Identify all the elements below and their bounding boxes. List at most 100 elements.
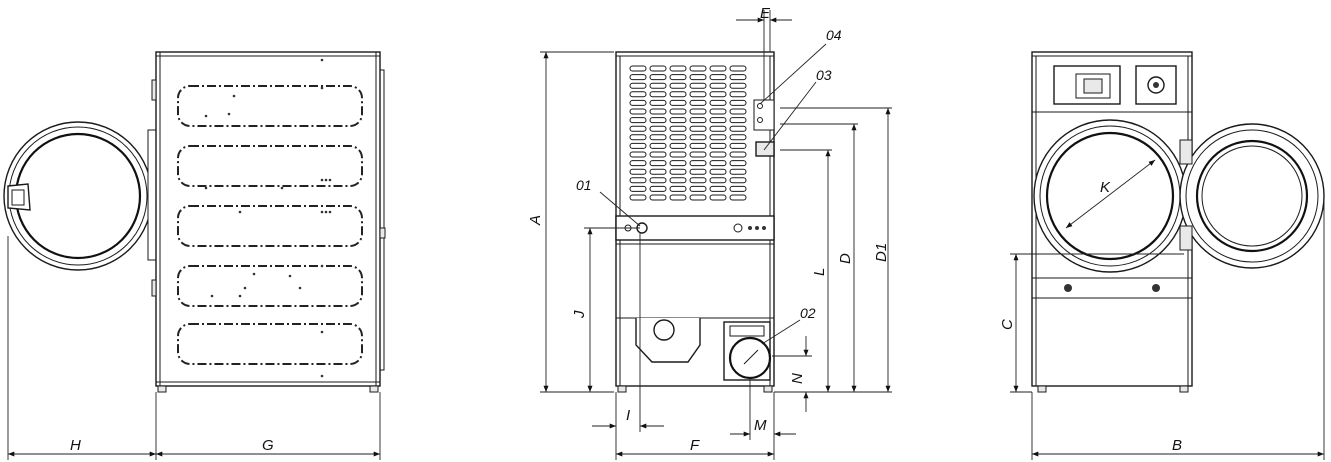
side-view-hinge <box>147 129 157 261</box>
vent-slot <box>709 82 727 89</box>
vent-slot <box>709 151 727 158</box>
vent-slot <box>709 134 727 141</box>
front-view-dimensions <box>1010 196 1325 460</box>
callout-03: 03 <box>816 67 832 83</box>
dimension-labels: H G A J E L D D1 N F I M K C B <box>70 5 1182 454</box>
vent-slot <box>709 142 727 149</box>
vent-slot <box>669 65 687 72</box>
vent-slot <box>629 151 647 158</box>
vent-slot <box>729 151 747 158</box>
vent-slot <box>669 125 687 132</box>
vent-slot <box>669 117 687 124</box>
vent-slot <box>649 160 667 167</box>
vent-slot <box>729 65 747 72</box>
vent-slot <box>709 65 727 72</box>
callout-01: 01 <box>576 177 592 193</box>
vent-slot <box>649 194 667 201</box>
vent-slot <box>689 117 707 124</box>
vent-slot <box>669 185 687 192</box>
vent-slot <box>689 160 707 167</box>
vent-slot <box>649 142 667 149</box>
vent-slot <box>669 194 687 201</box>
vent-slot <box>629 134 647 141</box>
vent-slot <box>709 91 727 98</box>
vent-slot <box>649 82 667 89</box>
vent-slot <box>729 74 747 81</box>
front-hinge-bottom <box>1179 225 1193 251</box>
vent-slot <box>629 117 647 124</box>
label-K: K <box>1100 179 1111 196</box>
vent-slot <box>629 142 647 149</box>
side-view-open-door <box>3 121 156 271</box>
vent-slot <box>689 194 707 201</box>
vent-slot <box>629 65 647 72</box>
vent-slot <box>629 160 647 167</box>
vent-slot <box>669 74 687 81</box>
label-D: D <box>837 253 854 264</box>
vent-slot <box>669 142 687 149</box>
rear-view-vent-grid <box>629 65 747 201</box>
vent-slot <box>709 108 727 115</box>
vent-slot <box>709 99 727 106</box>
vent-slot <box>709 117 727 124</box>
rear-view-dimensions <box>540 10 892 460</box>
lower-duct <box>635 318 701 363</box>
vent-slot <box>709 168 727 175</box>
vent-slot <box>629 99 647 106</box>
vent-slot <box>729 185 747 192</box>
side-view <box>3 51 386 460</box>
vent-slot <box>669 134 687 141</box>
vent-slot <box>729 91 747 98</box>
label-A: A <box>527 215 544 226</box>
label-L: L <box>811 268 828 276</box>
vent-slot <box>709 185 727 192</box>
rear-view <box>540 10 892 460</box>
vent-slot <box>669 168 687 175</box>
label-N: N <box>789 373 806 384</box>
callout-04: 04 <box>826 27 842 43</box>
vent-slot <box>629 82 647 89</box>
vent-slot <box>709 74 727 81</box>
vent-slot <box>709 177 727 184</box>
vent-slot <box>629 168 647 175</box>
label-D1: D1 <box>873 243 890 262</box>
vent-slot <box>649 151 667 158</box>
vent-slot <box>689 125 707 132</box>
vent-slot <box>629 177 647 184</box>
vent-slot <box>669 82 687 89</box>
front-view <box>1010 51 1325 460</box>
vent-slot <box>649 168 667 175</box>
vent-slot <box>729 160 747 167</box>
vent-slot <box>689 134 707 141</box>
vent-slot <box>629 194 647 201</box>
label-J: J <box>571 310 588 319</box>
label-G: G <box>262 437 274 454</box>
vent-slot <box>729 108 747 115</box>
front-drum-opening <box>1045 131 1175 261</box>
vent-slot <box>729 168 747 175</box>
vent-slot <box>649 74 667 81</box>
vent-slot <box>689 74 707 81</box>
vent-slot <box>689 151 707 158</box>
callout-labels: 01 02 03 04 <box>576 27 842 321</box>
vent-slot <box>649 108 667 115</box>
vent-slot <box>669 108 687 115</box>
vent-slot <box>729 125 747 132</box>
label-C: C <box>999 319 1016 330</box>
front-hinge-top <box>1179 139 1193 165</box>
vent-slot <box>669 151 687 158</box>
vent-slot <box>649 185 667 192</box>
vent-slot <box>629 108 647 115</box>
vent-slot <box>649 99 667 106</box>
vent-slot <box>729 82 747 89</box>
label-F: F <box>690 437 700 454</box>
front-drum-outer <box>1033 119 1187 273</box>
vent-slot <box>689 185 707 192</box>
vent-slot <box>669 91 687 98</box>
label-E: E <box>760 5 771 22</box>
side-view-cabinet <box>151 51 386 393</box>
vent-slot <box>729 194 747 201</box>
callout-02: 02 <box>800 305 816 321</box>
vent-slot <box>689 142 707 149</box>
